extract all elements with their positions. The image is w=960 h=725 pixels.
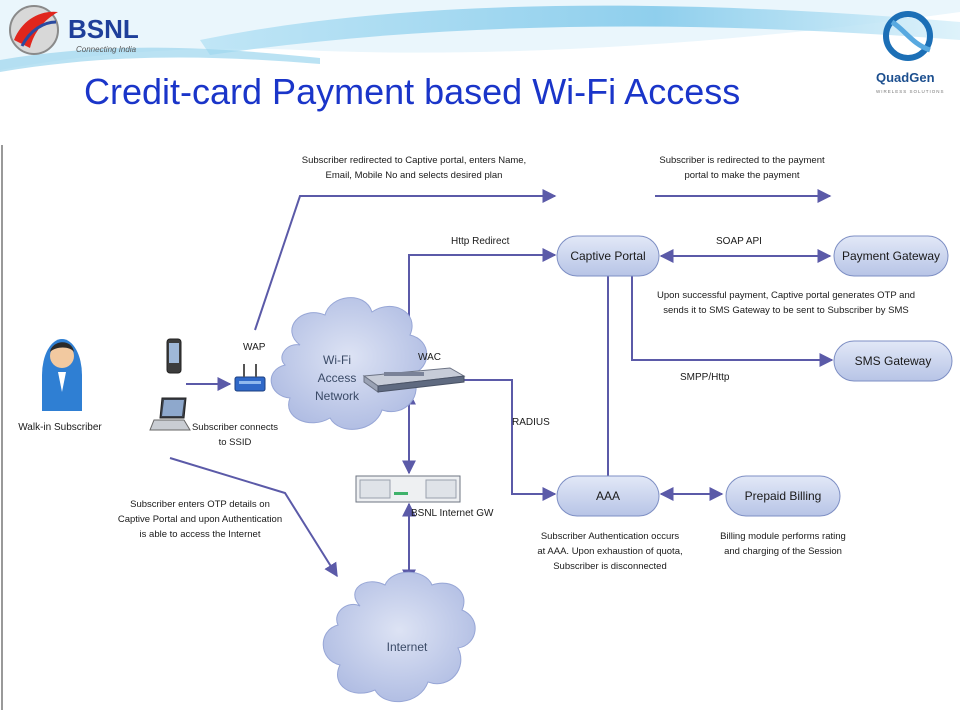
note-otp-entry: Subscriber enters OTP details on Captive…	[118, 499, 282, 540]
quadgen-tagline: WIRELESS SOLUTIONS	[876, 89, 945, 94]
connectors	[169, 189, 834, 584]
bsnl-tagline: Connecting India	[76, 45, 137, 54]
svg-text:Subscriber is redirected to th: Subscriber is redirected to the payment	[659, 155, 825, 166]
otp-entry-arrow	[169, 457, 338, 578]
svg-text:Captive Portal and upon Authen: Captive Portal and upon Authentication	[118, 514, 282, 525]
bsnl-wordmark: BSNL	[68, 14, 139, 44]
mobile-phone-icon	[166, 338, 182, 374]
internet-cloud-label: Internet	[387, 640, 428, 654]
quadgen-ring-icon	[883, 11, 933, 61]
sms-gateway-label: SMS Gateway	[855, 354, 932, 368]
aaa-node: AAA	[556, 475, 660, 517]
svg-text:Upon successful payment, Capti: Upon successful payment, Captive portal …	[657, 290, 915, 301]
internet-gw-label: BSNL Internet GW	[411, 508, 494, 519]
wifi-cloud-label-2: Access	[318, 371, 357, 385]
svg-text:Subscriber is disconnected: Subscriber is disconnected	[553, 561, 667, 572]
svg-text:Subscriber enters OTP details: Subscriber enters OTP details on	[130, 499, 270, 510]
svg-text:Subscriber redirected to Capti: Subscriber redirected to Captive portal,…	[302, 155, 526, 166]
svg-text:is able to access the Internet: is able to access the Internet	[140, 529, 261, 540]
payment-gateway-label: Payment Gateway	[842, 249, 940, 263]
subscriber-person-icon	[42, 339, 82, 411]
wifi-cloud-label-3: Network	[315, 389, 360, 403]
smpp-label: SMPP/Http	[680, 372, 730, 383]
radius-arrow	[464, 379, 557, 501]
bsnl-logo: BSNL Connecting India	[9, 5, 139, 55]
soap-api-label: SOAP API	[716, 236, 762, 247]
svg-text:Subscriber connects: Subscriber connects	[192, 422, 278, 433]
header-banner	[0, 0, 960, 72]
internet-gw-server-icon	[355, 475, 461, 503]
svg-text:Email, Mobile No and selects d: Email, Mobile No and selects desired pla…	[326, 170, 503, 181]
http-redirect-label: Http Redirect	[451, 236, 510, 247]
subscriber-label: Walk-in Subscriber	[18, 422, 102, 433]
payment-gateway-node: Payment Gateway	[833, 235, 949, 277]
http-redirect-arrow	[408, 248, 557, 367]
svg-text:at AAA. Upon exhaustion of quo: at AAA. Upon exhaustion of quota,	[537, 546, 682, 557]
page-title: Credit-card Payment based Wi-Fi Access	[84, 71, 740, 112]
quadgen-wordmark: QuadGen	[876, 70, 935, 85]
redirect-arrow	[254, 189, 557, 331]
captive-portal-node: Captive Portal	[556, 235, 660, 277]
quadgen-logo: QuadGen WIRELESS SOLUTIONS	[876, 11, 945, 94]
svg-text:sends it to SMS Gateway to be: sends it to SMS Gateway to be sent to Su…	[663, 305, 909, 316]
note-redirect: Subscriber redirected to Captive portal,…	[302, 155, 526, 181]
note-payment-redirect: Subscriber is redirected to the payment …	[659, 155, 825, 181]
note-aaa-auth: Subscriber Authentication occurs at AAA.…	[537, 531, 682, 572]
wifi-cloud-label-1: Wi-Fi	[323, 353, 351, 367]
wap-label: WAP	[243, 342, 266, 353]
note-ssid: Subscriber connects to SSID	[192, 422, 278, 448]
wifi-cloud: Wi-Fi Access Network	[270, 297, 428, 430]
svg-text:portal to make the payment: portal to make the payment	[684, 170, 799, 181]
prepaid-billing-label: Prepaid Billing	[745, 489, 822, 503]
aaa-label: AAA	[596, 489, 620, 503]
captive-portal-label: Captive Portal	[570, 249, 645, 263]
wap-router-icon	[234, 364, 266, 392]
svg-text:Subscriber Authentication occu: Subscriber Authentication occurs	[541, 531, 680, 542]
radius-label: RADIUS	[512, 417, 550, 428]
note-otp: Upon successful payment, Captive portal …	[657, 290, 915, 316]
wac-switch-icon	[362, 367, 466, 393]
smpp-arrow	[631, 275, 834, 367]
sms-gateway-node: SMS Gateway	[833, 340, 953, 382]
svg-text:and charging of the Session: and charging of the Session	[724, 546, 842, 557]
svg-text:to SSID: to SSID	[219, 437, 252, 448]
wac-label: WAC	[418, 352, 441, 363]
note-billing: Billing module performs rating and charg…	[720, 531, 846, 557]
svg-text:Billing module performs rating: Billing module performs rating	[720, 531, 846, 542]
internet-cloud: Internet	[322, 571, 476, 703]
prepaid-billing-node: Prepaid Billing	[725, 475, 841, 517]
laptop-icon	[149, 397, 191, 431]
